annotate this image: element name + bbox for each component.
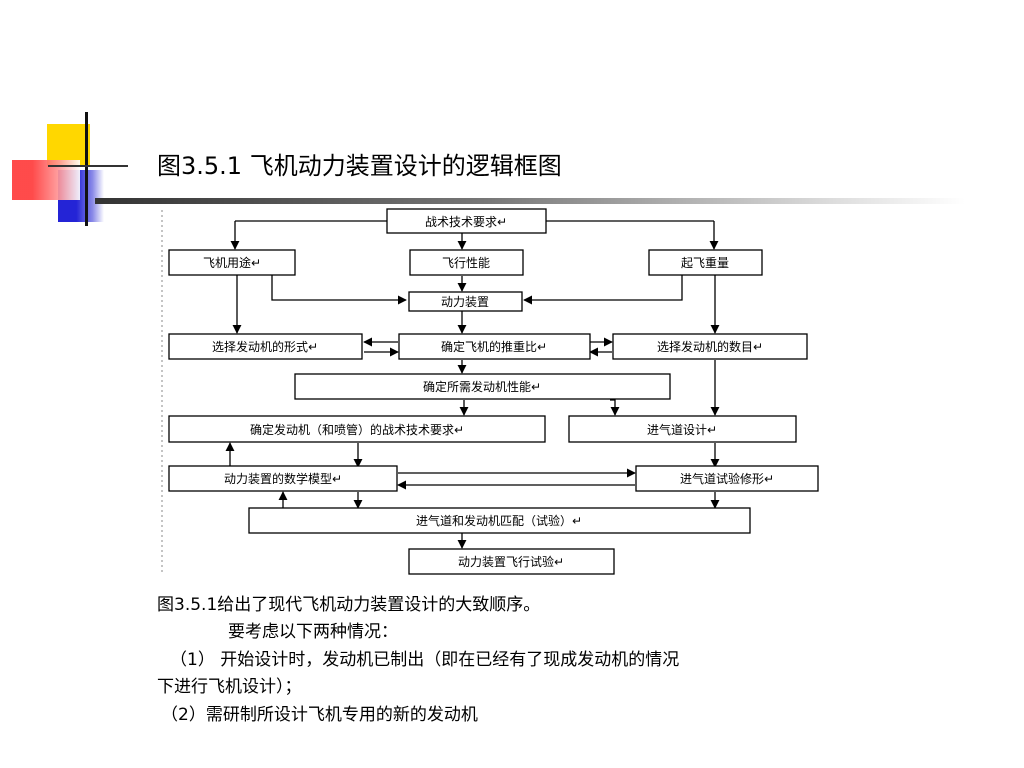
node-xiuxing-box (635, 465, 819, 492)
body-line-5: （2）需研制所设计飞机专用的新的发动机 (161, 705, 478, 725)
edge-yongtu-dongli (271, 275, 407, 305)
flowchart: 战术技术要求↵ 飞机用途↵ 飞行性能 起飞重量 动力装置 选择发动机的形式↵ 确… (161, 208, 819, 575)
node-xingshi-label: 选择发动机的形式↵ (212, 339, 318, 354)
node-qifei-label: 起飞重量 (681, 256, 729, 270)
node-xingshi-box (168, 333, 363, 360)
node-dongli-label: 动力装置 (441, 295, 489, 309)
node-xiuxing-label: 进气道试验修形↵ (680, 471, 774, 486)
node-tuizhong-label: 确定飞机的推重比↵ (441, 339, 547, 354)
node-suoxu-label: 确定所需发动机性能↵ (423, 379, 541, 394)
body-line-3: （1） 开始设计时，发动机已制出（即在已经有了现成发动机的情况 (170, 650, 680, 670)
node-yaoqiu-label: 确定发动机（和喷管）的战术技术要求↵ (250, 422, 464, 437)
node-yaoqiu-box (168, 415, 546, 443)
node-xingneng-label: 飞行性能 (442, 256, 490, 270)
edge-qifei-dongli (523, 275, 683, 305)
node-moxing-label: 动力装置的数学模型↵ (224, 471, 342, 486)
deco-vertical-line (85, 112, 88, 226)
node-yongtu-label: 飞机用途↵ (203, 255, 261, 270)
node-yongtu-box (168, 249, 296, 276)
node-pipei-box (248, 507, 751, 534)
node-zhanshu-box (386, 208, 547, 234)
node-dongli-box (408, 291, 523, 312)
node-tuizhong-box (398, 333, 591, 360)
node-jinqi-label: 进气道设计↵ (647, 422, 717, 437)
title-underline (95, 198, 965, 204)
node-feixing-box (408, 548, 615, 575)
body-line-4: 下进行飞机设计）； (157, 677, 302, 697)
node-pipei-label: 进气道和发动机匹配（试验）↵ (416, 513, 582, 528)
node-xingneng-box (409, 249, 524, 276)
deco-horizontal-line (48, 165, 128, 167)
node-suoxu-box (294, 373, 671, 400)
node-moxing-box (168, 465, 398, 492)
node-shumu-box (612, 333, 808, 360)
node-zhanshu-label: 战术技术要求↵ (425, 215, 507, 229)
edge-suoxu-jinqi (610, 399, 620, 416)
node-shumu-label: 选择发动机的数目↵ (657, 339, 763, 354)
body-line-1: 图3.5.1给出了现代飞机动力装置设计的大致顺序。 (157, 595, 541, 615)
node-feixing-label: 动力装置飞行试验↵ (458, 554, 564, 569)
deco-yellow-square (47, 124, 90, 166)
body-line-2: 要考虑以下两种情况： (228, 622, 398, 642)
slide-title: 图3.5.1 飞机动力装置设计的逻辑框图 (157, 152, 562, 180)
node-jinqi-box (568, 415, 797, 443)
node-qifei-box (648, 249, 763, 276)
